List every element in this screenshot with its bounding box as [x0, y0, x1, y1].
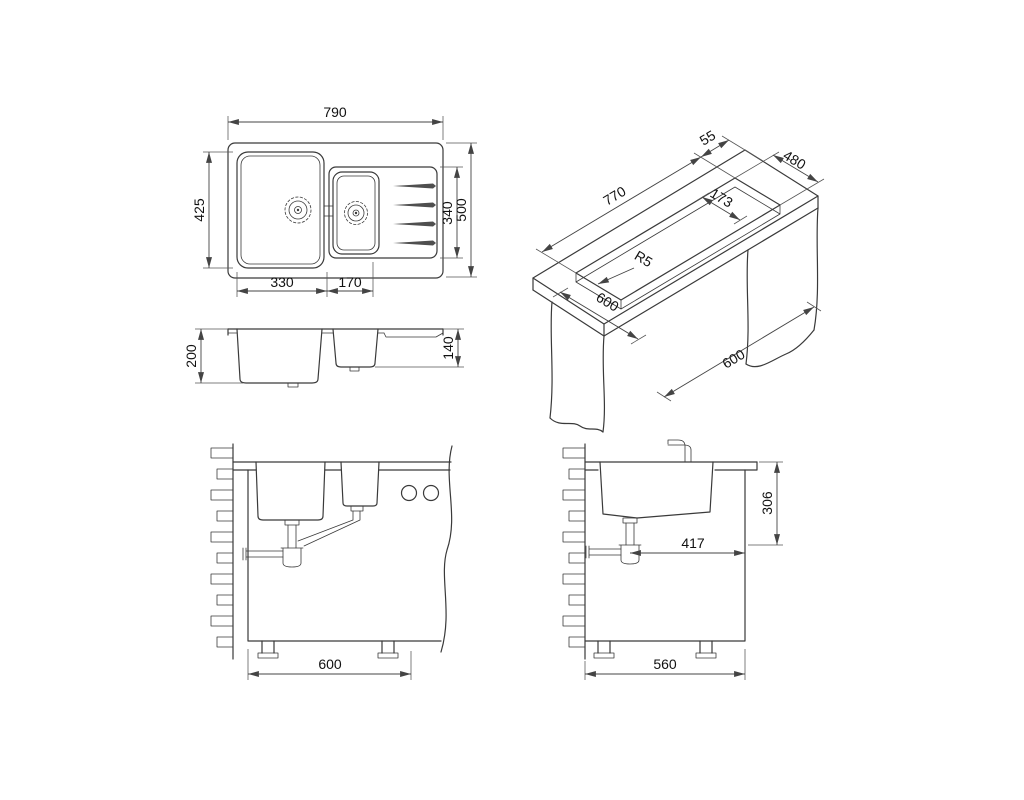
front-install-view: 600 — [210, 443, 453, 680]
dim-overall-depth: 500 — [453, 198, 469, 222]
dim-bowl-outer-height: 425 — [191, 198, 207, 222]
side-install-dimensions: 306 417 560 — [584, 461, 783, 680]
dim-cabinet-width: 600 — [318, 656, 342, 672]
dim-half-bowl-depth: 140 — [440, 336, 456, 360]
drain-trap-side — [585, 522, 642, 565]
iso-dimensions: 770 55 480 173 R5 600 600 — [535, 127, 825, 402]
countertop-slab — [532, 149, 819, 337]
dim-corner-radius: R5 — [632, 247, 656, 270]
faucet-icon — [667, 439, 692, 463]
masonry-wall — [210, 443, 234, 660]
counter-and-bowl-side — [584, 439, 758, 524]
top-view: 790 425 340 500 330 170 — [191, 104, 477, 297]
iso-view: 770 55 480 173 R5 600 600 — [532, 127, 825, 433]
dim-cutout-length: 770 — [600, 183, 628, 209]
dim-under-counter-height: 306 — [759, 491, 775, 515]
dim-cutout-depth: 480 — [780, 147, 808, 173]
dim-main-bowl-depth: 200 — [183, 344, 199, 368]
break-edge — [440, 445, 453, 653]
tap-hole-left — [400, 484, 418, 502]
front-install-dimensions: 600 — [247, 649, 412, 680]
top-view-dimensions: 790 425 340 500 330 170 — [191, 104, 477, 297]
tap-hole-right — [422, 484, 440, 502]
dim-cabinet-depth: 560 — [653, 656, 677, 672]
sink-outline — [227, 142, 444, 279]
dim-main-bowl-width: 330 — [270, 274, 294, 290]
drainer-grooves — [393, 183, 436, 246]
section-view: 200 140 — [183, 328, 464, 388]
dim-clearance-left: 600 — [593, 289, 621, 315]
half-bowl-drain-icon — [344, 201, 368, 225]
side-install-view: 306 417 560 — [562, 439, 783, 680]
dim-edge-distance: 55 — [697, 127, 719, 149]
main-bowl-drain-icon — [284, 196, 312, 224]
section-profile — [227, 328, 444, 388]
dim-half-bowl-width: 170 — [338, 274, 362, 290]
dim-drain-distance: 417 — [681, 535, 705, 551]
counter-and-bowls — [232, 461, 452, 526]
cabinet-side — [584, 469, 746, 659]
drain-trap-front — [242, 510, 361, 568]
dim-overall-width: 790 — [323, 104, 347, 120]
dim-recess-height: 340 — [439, 201, 455, 225]
cabinet-break-lines — [549, 207, 819, 433]
cabinet-front — [247, 445, 453, 659]
section-dimensions: 200 140 — [183, 328, 464, 384]
masonry-wall-side — [562, 443, 586, 660]
